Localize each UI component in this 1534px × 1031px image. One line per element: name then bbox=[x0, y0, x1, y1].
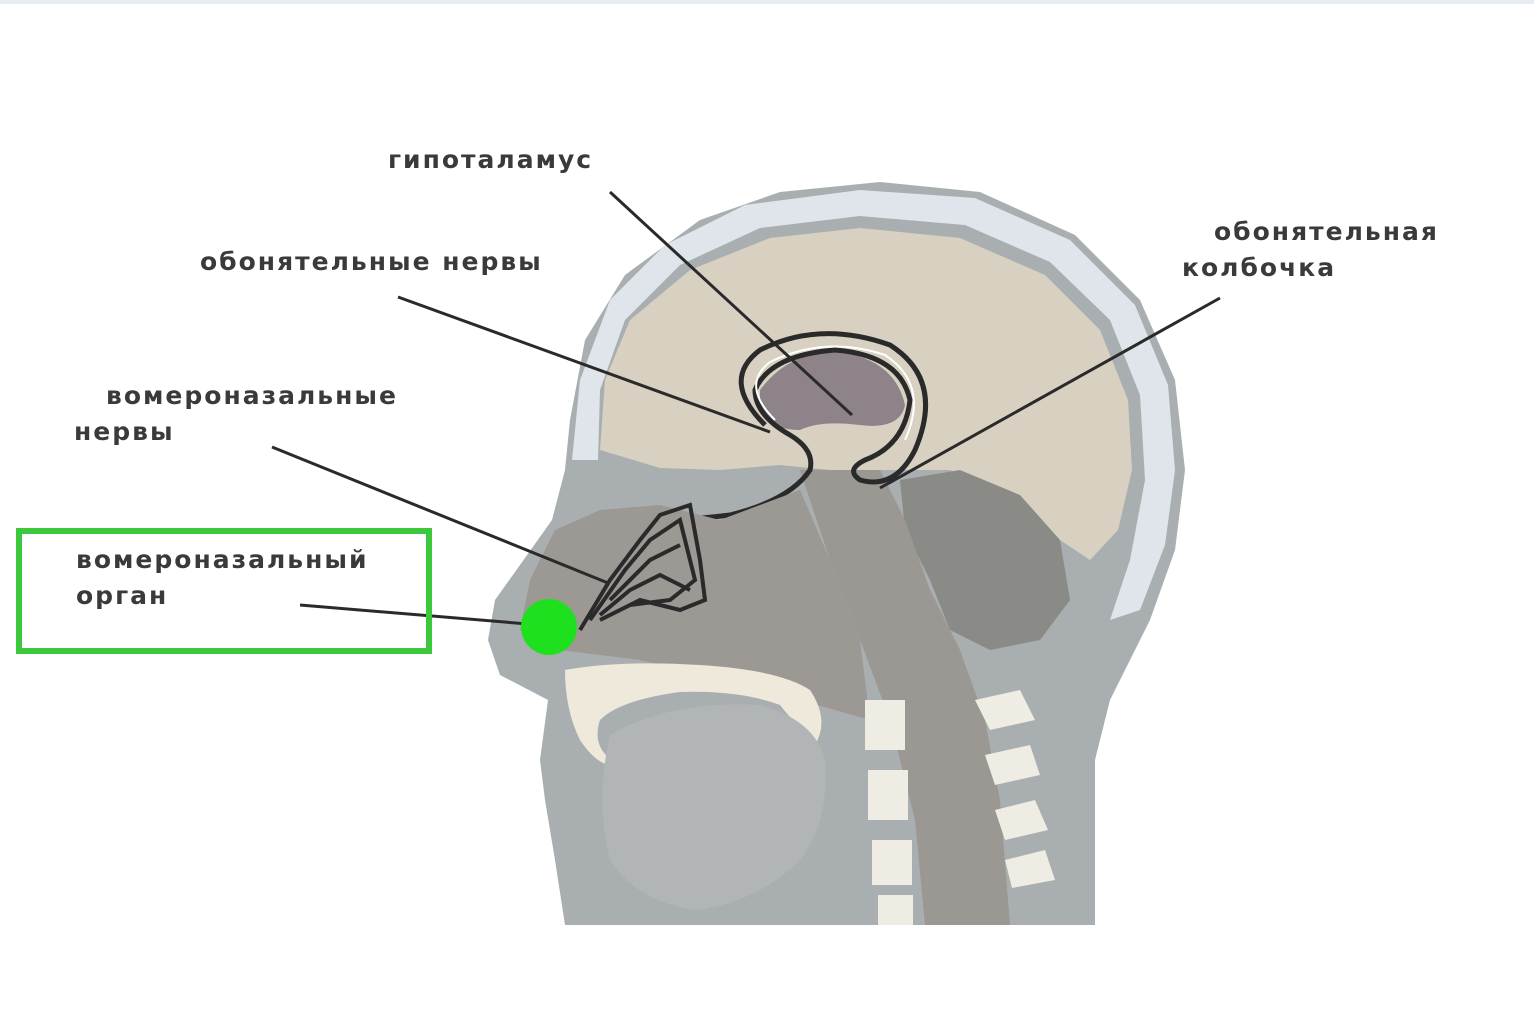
label-olfactory-nerves-text: обонятельные нервы bbox=[200, 244, 543, 280]
label-vomeronasal-organ-line2: орган bbox=[76, 578, 369, 614]
label-olfactory-bulb: обонятельная колбочка bbox=[1182, 214, 1439, 286]
label-vomeronasal-nerves: вомероназальные нервы bbox=[74, 378, 398, 450]
vomeronasal-organ-marker bbox=[521, 599, 577, 655]
label-vomeronasal-organ-line1: вомероназальный bbox=[76, 542, 369, 578]
label-vomeronasal-nerves-line2: нервы bbox=[74, 414, 398, 450]
label-vomeronasal-nerves-line1: вомероназальные bbox=[74, 378, 398, 414]
label-hypothalamus: гипоталамус bbox=[388, 142, 593, 178]
label-olfactory-bulb-line2: колбочка bbox=[1182, 250, 1439, 286]
label-hypothalamus-text: гипоталамус bbox=[388, 142, 593, 178]
label-vomeronasal-organ: вомероназальный орган bbox=[76, 542, 369, 614]
label-olfactory-bulb-line1: обонятельная bbox=[1182, 214, 1439, 250]
label-olfactory-nerves: обонятельные нервы bbox=[200, 244, 543, 280]
